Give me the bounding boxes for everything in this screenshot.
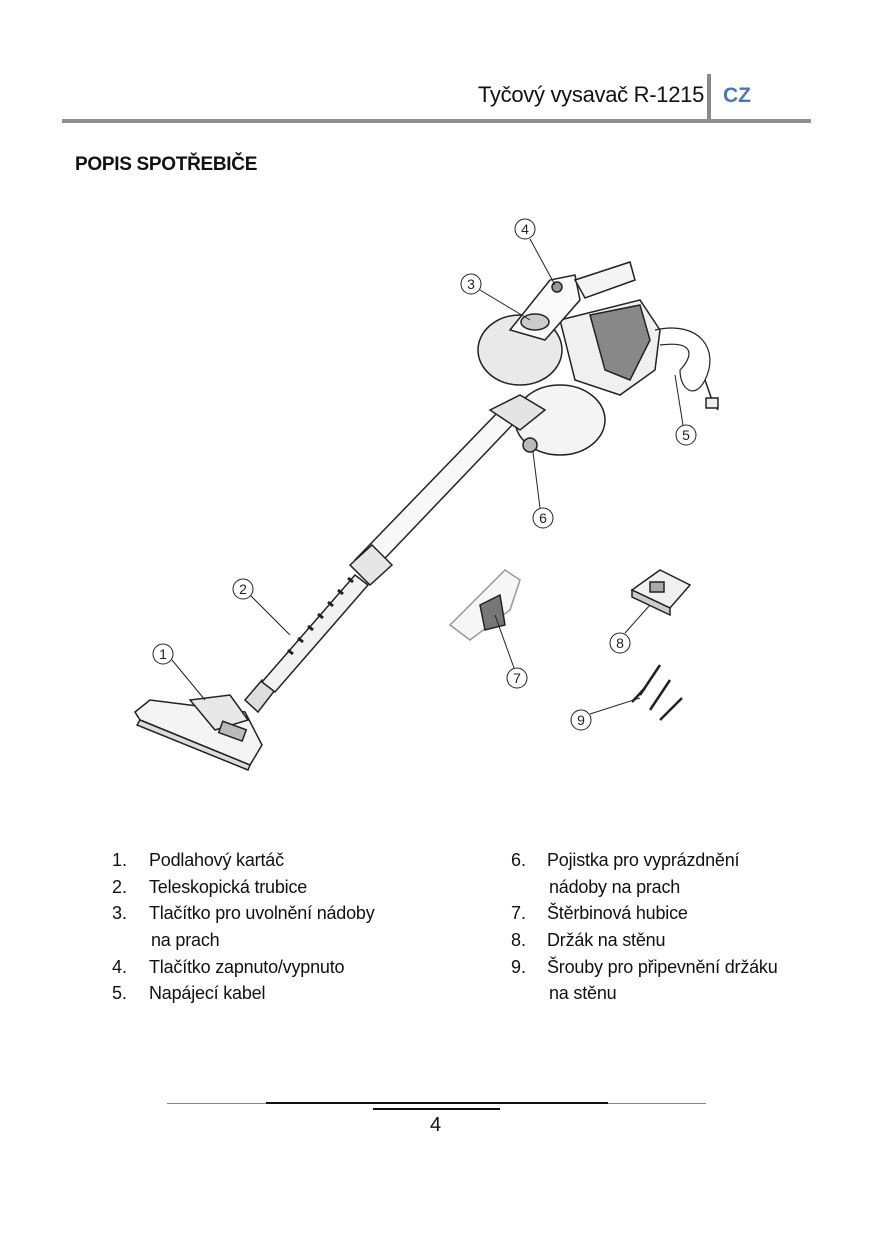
language-label: CZ <box>723 84 751 107</box>
callout-5: 5 <box>675 424 697 446</box>
part-label-cont: nádoby na prach <box>549 877 681 897</box>
callout-4: 4 <box>514 218 536 240</box>
main-unit-drawing <box>477 261 719 456</box>
screws-drawing <box>631 664 683 721</box>
part-number: 4. <box>112 957 128 977</box>
footer-rule <box>266 1102 608 1104</box>
part-number: 1. <box>112 850 128 870</box>
page-number: 4 <box>430 1114 442 1136</box>
part-label-cont: na stěnu <box>549 983 617 1003</box>
callout-1: 1 <box>152 643 174 665</box>
part-label: Tlačítko pro uvolnění nádoby <box>149 903 375 923</box>
wall-bracket-drawing <box>630 569 692 617</box>
svg-text:1: 1 <box>159 646 167 662</box>
svg-text:8: 8 <box>616 635 624 651</box>
part-number: 3. <box>112 903 128 923</box>
part-number: 7. <box>511 903 527 923</box>
part-label: Tlačítko zapnuto/vypnuto <box>149 957 345 977</box>
svg-text:7: 7 <box>513 670 521 686</box>
callout-9: 9 <box>570 709 592 731</box>
part-label: Napájecí kabel <box>149 983 266 1003</box>
part-label: Držák na stěnu <box>547 930 666 950</box>
header-title: Tyčový vysavač R-1215 <box>478 82 705 107</box>
callout-8: 8 <box>609 632 631 654</box>
callout-2: 2 <box>232 578 254 600</box>
part-label: Pojistka pro vyprázdnění <box>547 850 740 870</box>
footer-rule <box>373 1108 500 1110</box>
svg-text:3: 3 <box>467 276 475 292</box>
callouts: 1 2 3 4 5 6 7 8 9 <box>152 218 697 731</box>
part-number: 5. <box>112 983 128 1003</box>
svg-text:4: 4 <box>521 221 529 237</box>
part-number: 9. <box>511 957 527 977</box>
part-number: 8. <box>511 930 527 950</box>
leader-lines <box>171 238 684 715</box>
part-number: 6. <box>511 850 527 870</box>
section-title: POPIS SPOTŘEBIČE <box>75 154 258 175</box>
svg-text:6: 6 <box>539 510 547 526</box>
part-number: 2. <box>112 877 128 897</box>
header-rule <box>62 119 811 123</box>
tube-drawing <box>243 408 517 714</box>
svg-text:9: 9 <box>577 712 585 728</box>
vacuum-diagram: 1 2 3 4 5 6 7 8 9 <box>134 218 719 771</box>
callout-7: 7 <box>506 667 528 689</box>
floor-brush-drawing <box>134 694 263 771</box>
svg-text:2: 2 <box>239 581 247 597</box>
part-label: Teleskopická trubice <box>149 877 308 897</box>
part-label: Štěrbinová hubice <box>547 903 688 923</box>
callout-6: 6 <box>532 507 554 529</box>
crevice-nozzle-drawing <box>448 569 521 641</box>
part-label: Šrouby pro připevnění držáku <box>547 957 778 977</box>
svg-text:5: 5 <box>682 427 690 443</box>
part-label-cont: na prach <box>151 930 220 950</box>
callout-3: 3 <box>460 273 482 295</box>
header-separator <box>707 74 711 120</box>
part-label: Podlahový kartáč <box>149 850 284 870</box>
